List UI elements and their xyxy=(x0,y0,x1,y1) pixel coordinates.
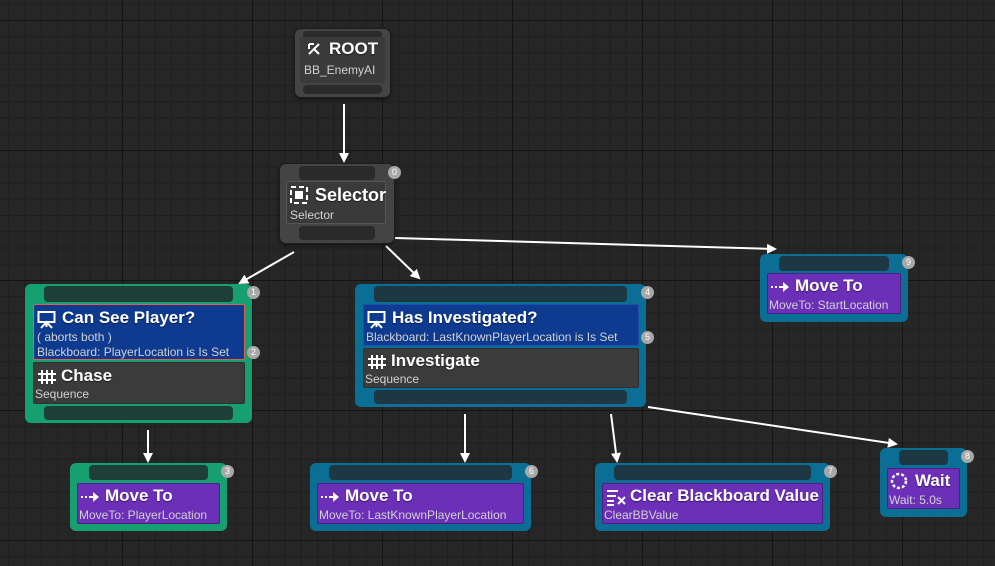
clear-bb-icon xyxy=(606,488,626,511)
move-to-start-task[interactable]: 9 Move To MoveTo: StartLocation xyxy=(760,254,915,322)
investigate-subtitle: Sequence xyxy=(365,372,420,386)
move-to-last-known-subtitle: MoveTo: LastKnownPlayerLocation xyxy=(319,508,507,522)
wire-selector-chase xyxy=(238,251,295,284)
chase-node[interactable]: 1 Can See Player? ( aborts both ) Blackb… xyxy=(25,284,260,423)
has-investigated-index-badge: 5 xyxy=(641,331,654,344)
wait-title: Wait xyxy=(915,471,951,490)
root-body: ROOT BB_EnemyAI xyxy=(300,37,385,83)
root-icon xyxy=(306,41,322,62)
investigate-index-badge: 4 xyxy=(641,286,654,299)
sequence-icon xyxy=(367,353,387,376)
wire-selector-investigate xyxy=(385,245,421,280)
investigate-title: Investigate xyxy=(391,351,480,370)
move-to-player-title: Move To xyxy=(105,486,173,505)
move-to-icon xyxy=(320,490,340,508)
root-top-pin xyxy=(303,31,382,38)
wait-body: Wait Wait: 5.0s xyxy=(887,468,960,509)
clear-bb-top-pin xyxy=(614,465,811,480)
root-title: ROOT xyxy=(329,39,379,58)
blackboard-decorator-icon xyxy=(37,310,56,334)
blackboard-decorator-icon xyxy=(367,310,386,334)
move-to-start-index-badge: 9 xyxy=(902,256,915,269)
wait-index-badge: 8 xyxy=(961,450,974,463)
investigate-top-pin xyxy=(374,286,627,302)
wire-investigate-wait xyxy=(647,406,898,448)
has-investigated-title: Has Investigated? xyxy=(392,308,538,327)
chase-bottom-pin[interactable] xyxy=(44,406,233,420)
move-to-icon xyxy=(770,280,790,298)
selector-body: Selector Selector xyxy=(286,181,386,224)
move-to-player-task[interactable]: 3 Move To MoveTo: PlayerLocation xyxy=(70,463,234,531)
sequence-icon xyxy=(37,368,57,391)
can-see-player-decorator[interactable]: Can See Player? ( aborts both ) Blackboa… xyxy=(33,304,245,360)
root-bottom-pin[interactable] xyxy=(303,85,382,94)
move-to-player-subtitle: MoveTo: PlayerLocation xyxy=(79,508,208,522)
move-to-player-body: Move To MoveTo: PlayerLocation xyxy=(77,483,220,524)
wire-investigate-clearbb xyxy=(610,413,621,463)
clear-bb-subtitle: ClearBBValue xyxy=(604,508,679,522)
chase-composite[interactable]: Chase Sequence xyxy=(33,362,245,404)
move-to-start-subtitle: MoveTo: StartLocation xyxy=(769,298,889,312)
clear-bb-index-badge: 7 xyxy=(824,465,837,478)
investigate-node[interactable]: 4 Has Investigated? Blackboard: LastKnow… xyxy=(355,284,654,407)
chase-subtitle: Sequence xyxy=(35,387,90,401)
can-see-player-condition: Blackboard: PlayerLocation is Is Set xyxy=(37,345,230,359)
clear-bb-body: Clear Blackboard Value ClearBBValue xyxy=(602,483,823,524)
move-to-last-known-task[interactable]: 6 Move To MoveTo: LastKnownPlayerLocatio… xyxy=(310,463,538,531)
selector-top-pin xyxy=(299,166,375,180)
clear-bb-title: Clear Blackboard Value xyxy=(630,486,819,505)
move-to-start-top-pin xyxy=(779,256,889,271)
selector-icon xyxy=(290,186,308,209)
wait-top-pin xyxy=(899,450,948,465)
move-to-last-known-top-pin xyxy=(329,465,512,480)
root-subtitle: BB_EnemyAI xyxy=(304,63,376,77)
move-to-last-known-index-badge: 6 xyxy=(525,465,538,478)
has-investigated-condition: Blackboard: LastKnownPlayerLocation is I… xyxy=(366,330,618,344)
can-see-player-index-badge: 2 xyxy=(247,346,260,359)
selector-index-badge: 0 xyxy=(388,166,401,179)
selector-node[interactable]: 0 Selector Selector xyxy=(280,164,401,243)
selector-subtitle: Selector xyxy=(290,208,335,222)
move-to-player-top-pin xyxy=(89,465,208,480)
wait-subtitle: Wait: 5.0s xyxy=(889,493,942,507)
chase-index-badge: 1 xyxy=(247,286,260,299)
move-to-last-known-title: Move To xyxy=(345,486,413,505)
move-to-last-known-body: Move To MoveTo: LastKnownPlayerLocation xyxy=(317,483,524,524)
move-to-icon xyxy=(80,490,100,508)
wait-task[interactable]: 8 Wait Wait: 5.0s xyxy=(880,448,974,517)
move-to-player-index-badge: 3 xyxy=(221,465,234,478)
investigate-bottom-pin[interactable] xyxy=(374,390,627,404)
chase-title: Chase xyxy=(61,366,113,385)
wire-selector-moveto-start xyxy=(394,237,777,254)
selector-bottom-pin[interactable] xyxy=(299,226,375,240)
can-see-player-title: Can See Player? xyxy=(62,308,196,327)
wait-icon xyxy=(890,472,908,495)
selector-title: Selector xyxy=(315,185,387,205)
move-to-start-title: Move To xyxy=(795,276,863,295)
root-node[interactable]: ROOT BB_EnemyAI xyxy=(295,29,390,97)
move-to-start-body: Move To MoveTo: StartLocation xyxy=(767,273,901,314)
has-investigated-decorator[interactable]: Has Investigated? Blackboard: LastKnownP… xyxy=(363,304,639,346)
clear-bb-task[interactable]: 7 Clear Blackboard Value ClearBBValue xyxy=(595,463,837,531)
investigate-composite[interactable]: Investigate Sequence xyxy=(363,348,639,388)
chase-top-pin xyxy=(44,286,233,302)
can-see-player-aborts: ( aborts both ) xyxy=(37,330,112,344)
